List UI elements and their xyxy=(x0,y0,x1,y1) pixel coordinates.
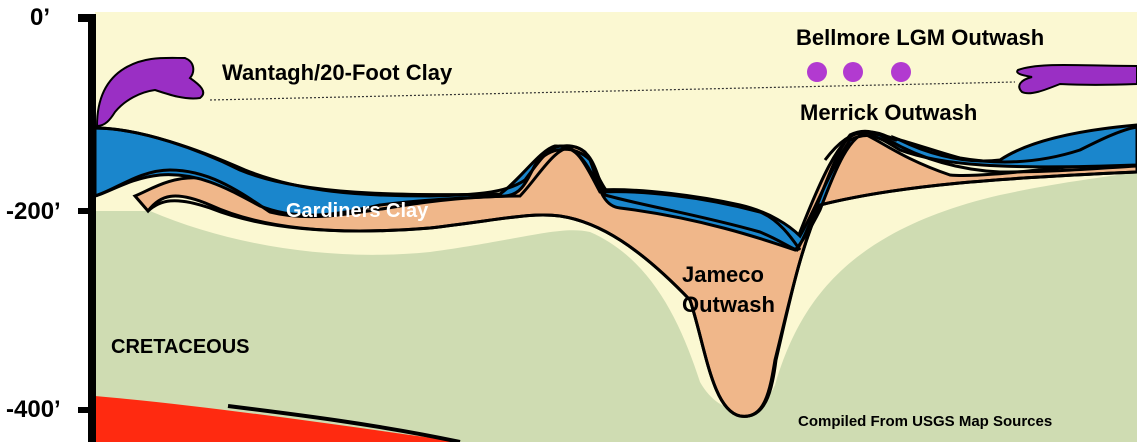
bellmore-dot xyxy=(843,62,863,82)
bellmore-dot xyxy=(807,62,827,82)
wantagh-clay-label: Wantagh/20-Foot Clay xyxy=(222,60,452,85)
bellmore-outwash-label: Bellmore LGM Outwash xyxy=(796,25,1044,50)
depth-label-200: -200’ xyxy=(6,200,61,224)
depth-tick-200 xyxy=(78,208,96,214)
jameco-outwash-label-line1: Jameco xyxy=(682,262,764,287)
merrick-outwash-label: Merrick Outwash xyxy=(800,100,977,125)
jameco-outwash-label-line2: Outwash xyxy=(682,292,775,317)
depth-label-400: -400’ xyxy=(6,398,61,422)
gardiners-clay-label: Gardiners Clay xyxy=(286,200,428,223)
depth-tick-0 xyxy=(78,14,96,22)
cretaceous-label: CRETACEOUS xyxy=(111,336,250,359)
bellmore-dot xyxy=(891,62,911,82)
depth-tick-400 xyxy=(78,407,96,413)
depth-label-0: 0’ xyxy=(30,6,50,30)
source-note: Compiled From USGS Map Sources xyxy=(798,413,1052,430)
depth-axis xyxy=(88,14,96,442)
